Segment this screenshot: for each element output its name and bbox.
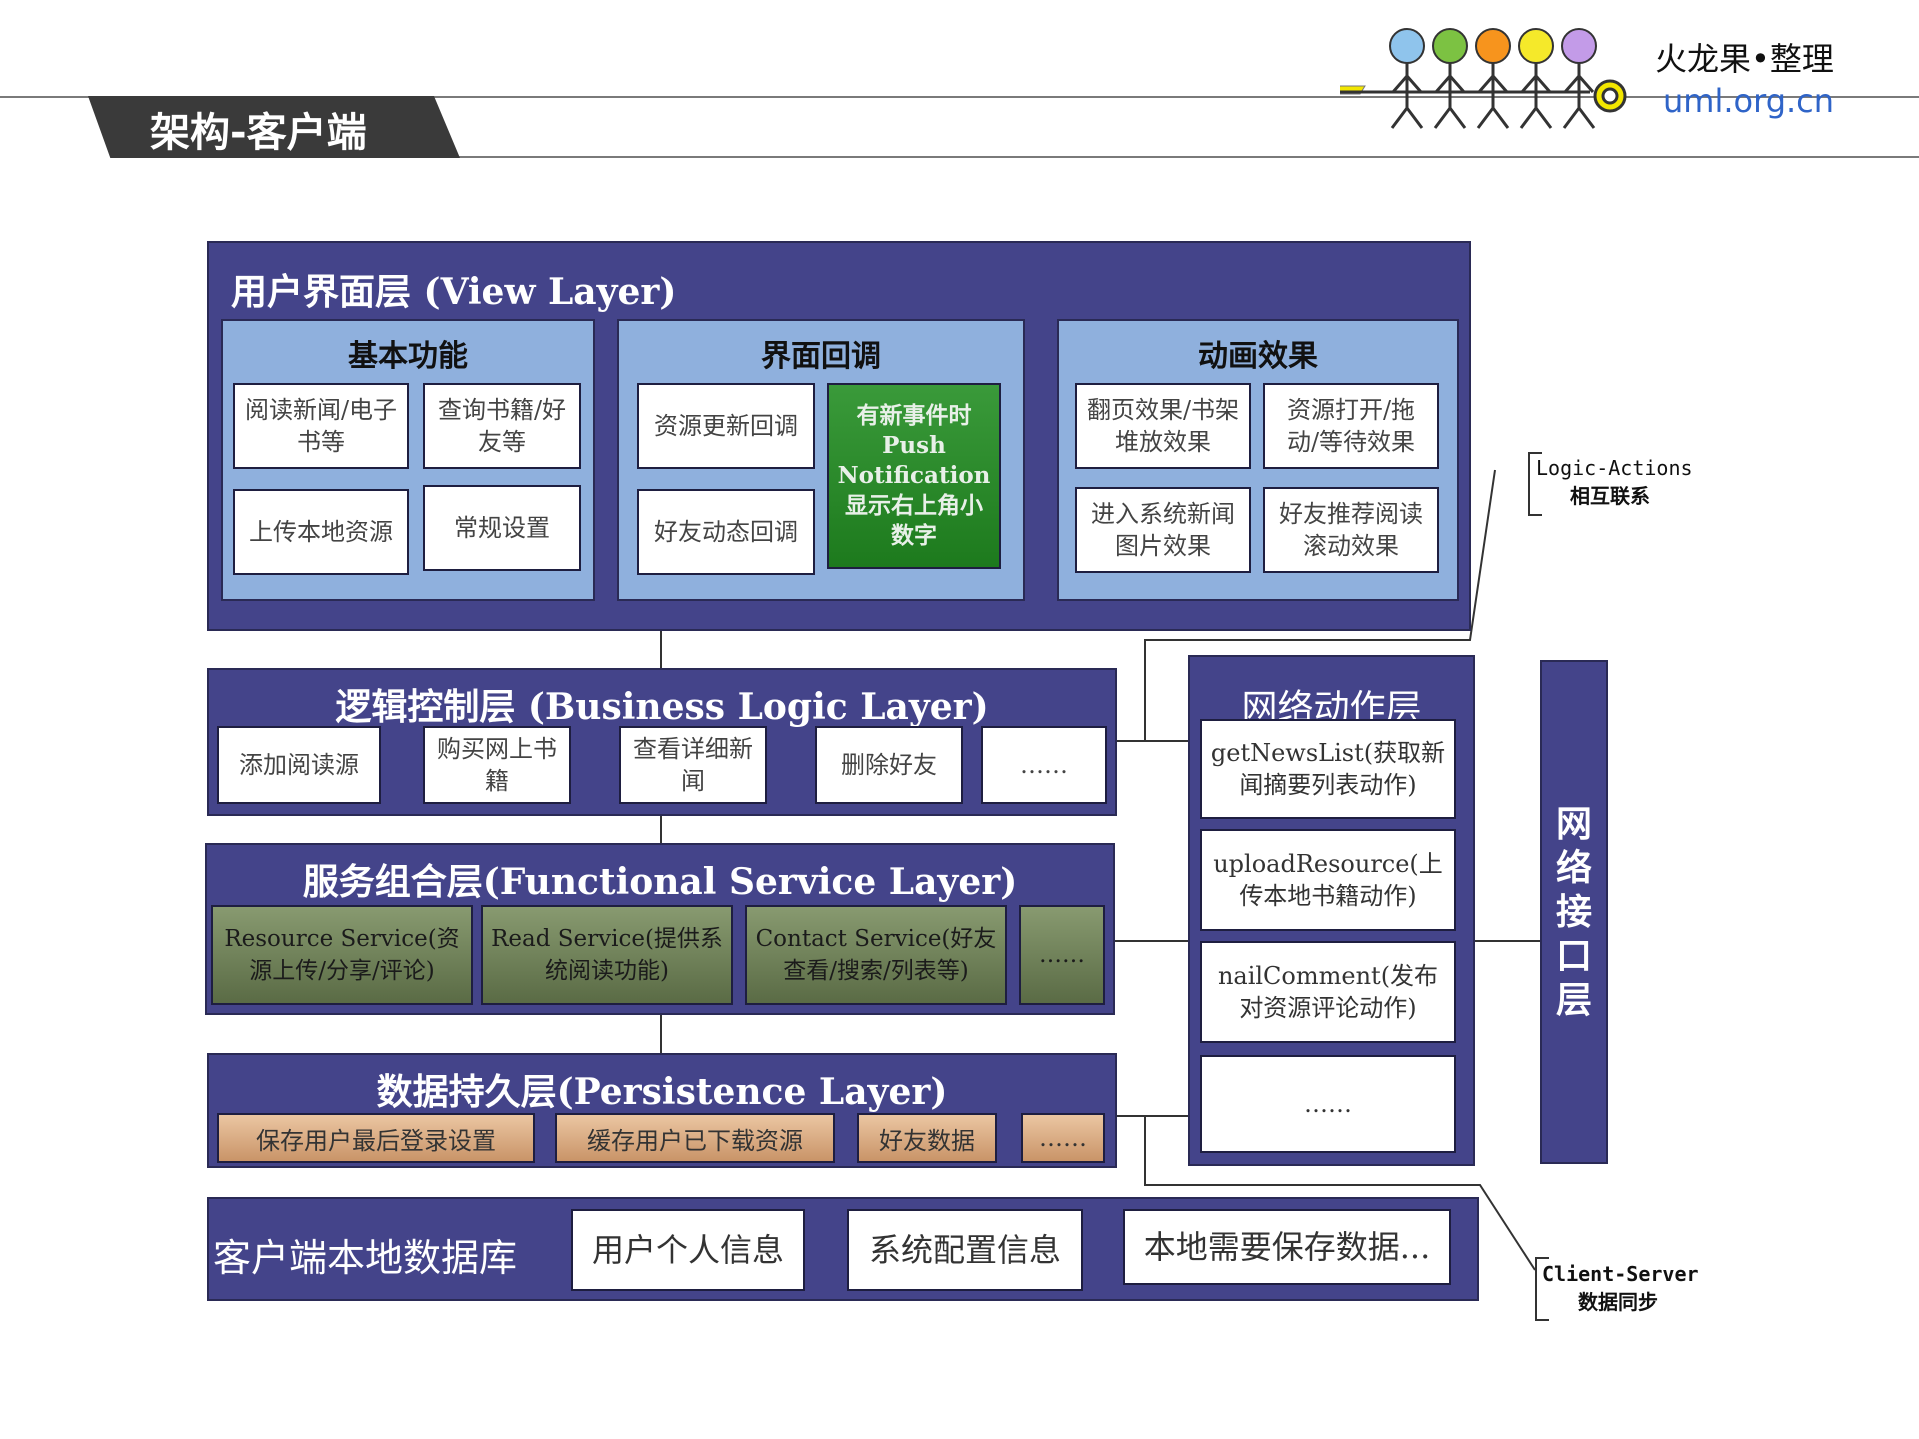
animation-friend-recommend[interactable]: 好友推荐阅读滚动效果 [1263, 487, 1439, 573]
callback-resource-update[interactable]: 资源更新回调 [637, 383, 815, 469]
connector-view-logic [660, 630, 662, 672]
persistence-more[interactable]: …… [1021, 1113, 1105, 1163]
logic-view-news-detail[interactable]: 查看详细新闻 [619, 726, 767, 804]
logo-figure-head [1561, 28, 1597, 64]
function-read-news[interactable]: 阅读新闻/电子书等 [233, 383, 409, 469]
logic-delete-friend[interactable]: 删除好友 [815, 726, 963, 804]
functional-service-layer: 服务组合层(Functional Service Layer) Resource… [205, 843, 1115, 1015]
annotation-bracket-logic [1528, 452, 1542, 516]
persistence-layer: 数据持久层(Persistence Layer) 保存用户最后登录设置 缓存用户… [207, 1053, 1117, 1168]
service-contact[interactable]: Contact Service(好友查看/搜索/列表等) [745, 905, 1007, 1005]
brand-name: 火龙果•整理 [1655, 40, 1834, 78]
network-interface-title-char: 接 [1555, 891, 1592, 933]
header-bottom-rule [440, 156, 1919, 158]
connector-service-persistence [660, 1015, 662, 1055]
local-db-title: 客户端本地数据库 [213, 1236, 518, 1280]
logo-figure-head [1432, 28, 1468, 64]
panel-title: 动画效果 [1198, 339, 1318, 374]
annotation-client-server-line2: 数据同步 [1578, 1290, 1658, 1314]
callback-push-notification[interactable]: 有新事件时 Push Notification 显示右上角小数字 [827, 383, 1001, 569]
view-layer-title: 用户界面层 (View Layer) [231, 271, 677, 313]
logo-figure-body [1390, 63, 1424, 129]
panel-basic-functions: 基本功能 阅读新闻/电子书等 查询书籍/好友等 上传本地资源 常规设置 [221, 319, 595, 601]
network-interface-title-char: 网 [1555, 803, 1592, 845]
connector-persistence-network [1115, 1115, 1190, 1117]
section-tab [88, 96, 460, 158]
connector-logic-network [1115, 740, 1190, 742]
animation-news-images[interactable]: 进入系统新闻图片效果 [1075, 487, 1251, 573]
logo-figure-body [1519, 63, 1553, 129]
header-top-rule [0, 96, 1919, 98]
logo-figure-body [1433, 63, 1467, 129]
logic-add-reading-source[interactable]: 添加阅读源 [217, 726, 381, 804]
animation-page-flip[interactable]: 翻页效果/书架堆放效果 [1075, 383, 1251, 469]
connector-service-network [1115, 940, 1190, 942]
network-interface-layer: 网络接口层 [1540, 660, 1608, 1164]
service-read[interactable]: Read Service(提供系统阅读功能) [481, 905, 733, 1005]
section-title: 架构-客户端 [150, 110, 367, 156]
persistence-last-login[interactable]: 保存用户最后登录设置 [217, 1113, 535, 1163]
view-layer: 用户界面层 (View Layer) 基本功能 阅读新闻/电子书等 查询书籍/好… [207, 241, 1471, 631]
annotation-leader-lines [1144, 469, 1536, 1271]
network-interface-title-char: 层 [1555, 979, 1592, 1021]
service-more[interactable]: …… [1019, 905, 1105, 1005]
local-db-user-info[interactable]: 用户个人信息 [571, 1209, 805, 1291]
network-action-more[interactable]: …… [1200, 1055, 1456, 1153]
service-layer-title: 服务组合层(Functional Service Layer) [302, 861, 1018, 903]
connector-network-interface [1473, 940, 1541, 942]
stick-figures-logo-icon [1340, 28, 1627, 129]
annotation-bracket-client-server [1535, 1257, 1549, 1321]
local-db-local-data[interactable]: 本地需要保存数据... [1123, 1209, 1451, 1285]
annotation-logic-actions: Logic-Actions 相互联系 [1536, 454, 1693, 510]
animation-resource-open[interactable]: 资源打开/拖动/等待效果 [1263, 383, 1439, 469]
connector-logic-service [660, 815, 662, 845]
function-search-books[interactable]: 查询书籍/好友等 [423, 383, 581, 469]
annotation-logic-actions-line2: 相互联系 [1570, 484, 1650, 508]
panel-animations: 动画效果 翻页效果/书架堆放效果 资源打开/拖动/等待效果 进入系统新闻图片效果… [1057, 319, 1459, 601]
logic-more[interactable]: …… [981, 726, 1107, 804]
local-db-system-config[interactable]: 系统配置信息 [847, 1209, 1083, 1291]
logo-figure-head [1389, 28, 1425, 64]
service-resource[interactable]: Resource Service(资源上传/分享/评论) [211, 905, 473, 1005]
logic-buy-books[interactable]: 购买网上书籍 [423, 726, 571, 804]
annotation-client-server-line1: Client-Server [1542, 1262, 1699, 1286]
logo-figure-head [1518, 28, 1554, 64]
logo-figure-body [1562, 63, 1596, 129]
callback-friend-activity[interactable]: 好友动态回调 [637, 489, 815, 575]
persistence-layer-title: 数据持久层(Persistence Layer) [376, 1071, 948, 1113]
logic-layer-title: 逻辑控制层 (Business Logic Layer) [335, 686, 989, 728]
annotation-client-server: Client-Server 数据同步 [1542, 1260, 1699, 1316]
logo-figure-body [1476, 63, 1510, 129]
network-action-get-news-list[interactable]: getNewsList(获取新闻摘要列表动作) [1200, 719, 1456, 819]
function-upload-local[interactable]: 上传本地资源 [233, 489, 409, 575]
panel-title: 界面回调 [761, 339, 881, 374]
function-general-settings[interactable]: 常规设置 [423, 485, 581, 571]
persistence-friend-data[interactable]: 好友数据 [857, 1113, 997, 1163]
business-logic-layer: 逻辑控制层 (Business Logic Layer) 添加阅读源 购买网上书… [207, 668, 1117, 816]
brand-url[interactable]: uml.org.cn [1663, 82, 1835, 120]
annotation-logic-actions-line1: Logic-Actions [1536, 456, 1693, 480]
logo-figure-head [1475, 28, 1511, 64]
network-action-upload-resource[interactable]: uploadResource(上传本地书籍动作) [1200, 829, 1456, 931]
network-interface-title-char: 络 [1555, 847, 1592, 889]
network-interface-title: 网络接口层 [1542, 802, 1606, 1022]
panel-title: 基本功能 [348, 339, 468, 374]
network-action-layer: 网络动作层 getNewsList(获取新闻摘要列表动作) uploadReso… [1188, 655, 1475, 1166]
local-database-layer: 客户端本地数据库 用户个人信息 系统配置信息 本地需要保存数据... [207, 1197, 1479, 1301]
panel-ui-callbacks: 界面回调 资源更新回调 有新事件时 Push Notification 显示右上… [617, 319, 1025, 601]
network-interface-title-char: 口 [1555, 935, 1592, 977]
network-action-nail-comment[interactable]: nailComment(发布对资源评论动作) [1200, 941, 1456, 1043]
persistence-download-cache[interactable]: 缓存用户已下载资源 [555, 1113, 835, 1163]
